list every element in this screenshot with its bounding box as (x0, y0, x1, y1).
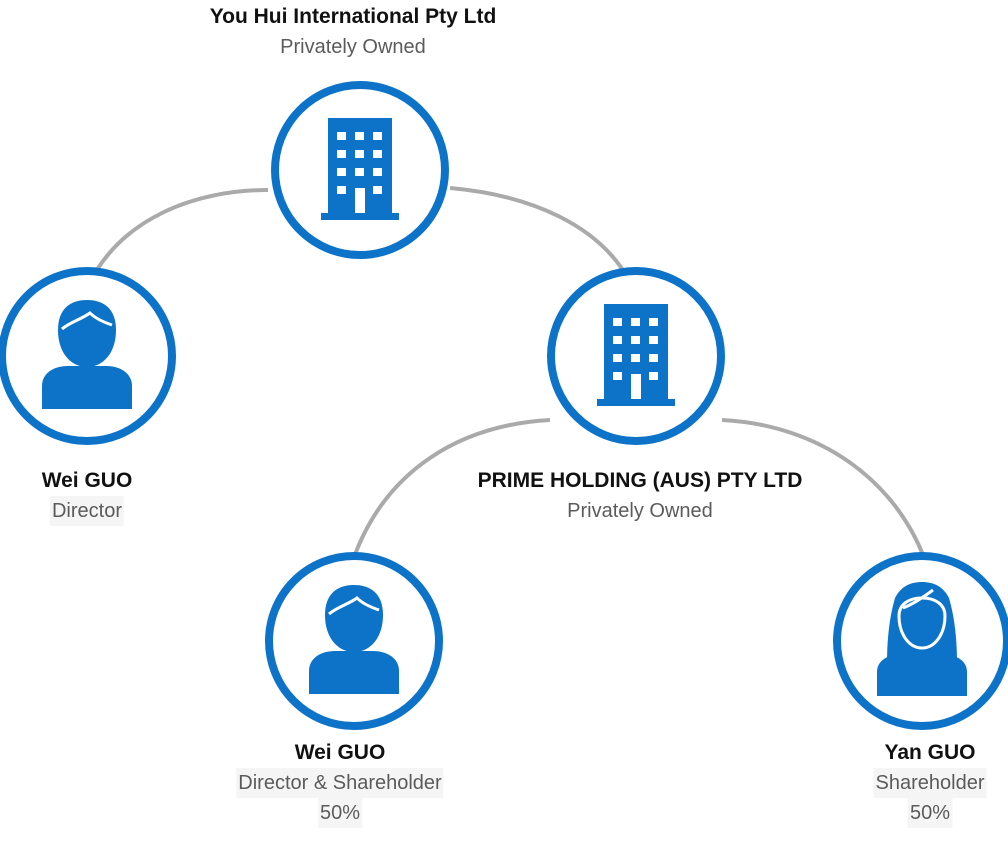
wei-shareholder-share: 50% (317, 798, 363, 828)
yan-shareholder-node[interactable] (833, 552, 1008, 730)
top-company-name: You Hui International Pty Ltd (209, 5, 497, 28)
wei-shareholder-label: Wei GUO Director & Shareholder 50% (236, 738, 444, 828)
prime-holding-node[interactable] (547, 267, 725, 445)
yan-shareholder-share: 50% (907, 798, 953, 828)
director-node[interactable] (0, 267, 176, 445)
prime-holding-subtitle: Privately Owned (567, 500, 713, 522)
top-company-subtitle: Privately Owned (280, 36, 426, 58)
yan-shareholder-label: Yan GUO Shareholder 50% (873, 738, 987, 828)
connector-prime-to-wei (351, 418, 551, 561)
top-company-node[interactable] (271, 81, 449, 259)
wei-shareholder-role: Director & Shareholder (236, 768, 444, 798)
yan-shareholder-role: Shareholder (873, 768, 987, 798)
prime-holding-name: PRIME HOLDING (AUS) PTY LTD (477, 469, 803, 492)
person-female-icon (877, 582, 967, 696)
wei-shareholder-name: Wei GUO (294, 741, 386, 764)
building-icon (597, 304, 675, 406)
node-circle (547, 267, 725, 445)
top-company-label: You Hui International Pty Ltd Privately … (210, 2, 497, 62)
director-label: Wei GUO Director (41, 466, 133, 526)
director-name: Wei GUO (41, 469, 133, 492)
connector-prime-to-yan (721, 418, 927, 561)
person-male-icon (42, 300, 132, 409)
building-icon (321, 118, 399, 220)
wei-shareholder-node[interactable] (265, 552, 443, 730)
connector-top-to-prime (449, 186, 632, 283)
director-role: Director (49, 496, 124, 526)
person-male-icon (309, 585, 399, 694)
yan-shareholder-name: Yan GUO (884, 741, 976, 764)
connector-top-to-director (84, 188, 269, 291)
prime-holding-label: PRIME HOLDING (AUS) PTY LTD Privately Ow… (478, 466, 803, 526)
